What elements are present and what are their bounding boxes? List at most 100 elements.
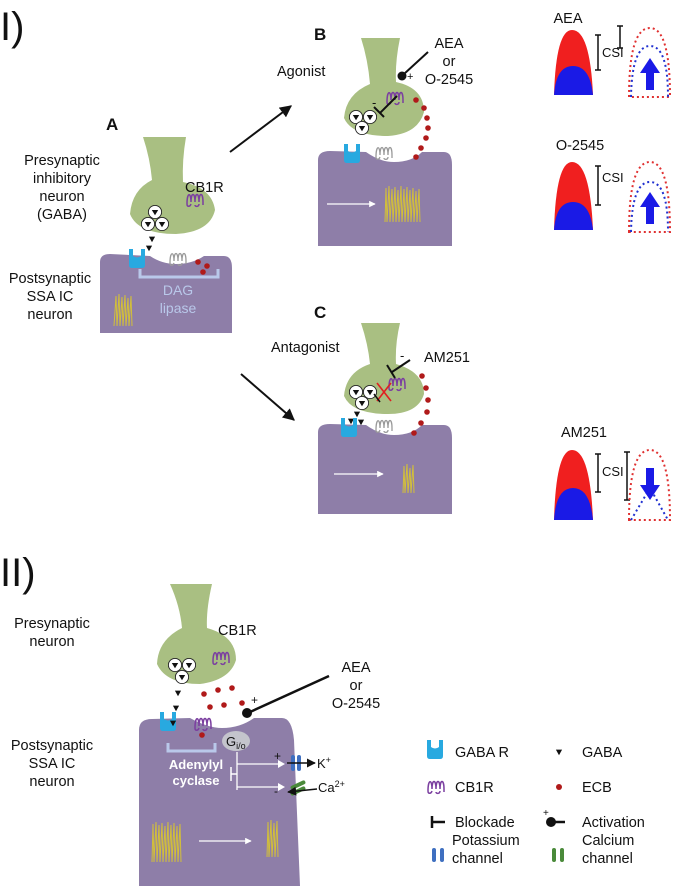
csi-bracket <box>617 25 623 49</box>
legend-label: ECB <box>582 780 612 796</box>
csi-panel-title: O-2545 <box>556 138 604 154</box>
g-protein-branch <box>236 752 278 790</box>
cb1r-label: CB1R <box>185 180 224 196</box>
adenylyl-cyclase-label-line1: Adenylyl <box>169 757 223 772</box>
csi-bracket <box>595 34 601 71</box>
gaba-receptor-icon <box>427 740 443 759</box>
blockade-bar <box>373 106 385 118</box>
ecb-dot <box>204 263 210 269</box>
blockade-line <box>391 359 411 373</box>
plus-sign: + <box>407 71 413 83</box>
potassium-channel-icon <box>432 848 444 862</box>
red-x-mark <box>376 382 392 402</box>
presynaptic-label-line1: Presynaptic <box>24 153 100 169</box>
dashed-blue-outline <box>630 486 669 521</box>
section-label-part1: I) <box>0 5 24 49</box>
arrow-up-icon <box>640 192 660 224</box>
postsynaptic-neuron-body <box>318 151 452 246</box>
ecb-trail <box>413 97 431 160</box>
gaba-vesicle-icon <box>174 669 190 685</box>
ecb-dot-icon <box>556 784 562 790</box>
gaba-molecule-icon <box>353 411 361 418</box>
legend-label: channel <box>582 851 633 867</box>
activation-line <box>249 674 330 714</box>
adenylyl-cyclase-bracket <box>166 743 217 753</box>
postsynaptic-neuron-body <box>100 254 232 333</box>
drug-label-line2: or <box>350 678 363 694</box>
postsynaptic-neuron-body <box>318 424 452 514</box>
gaba-molecule-icon <box>145 245 153 252</box>
legend-label: Potassium <box>452 833 520 849</box>
g-protein-shape <box>222 731 250 751</box>
ca-influx-arrow <box>287 786 318 796</box>
csi-bracket <box>595 453 601 493</box>
csi-panel-o2545: O-2545 CSI <box>554 138 672 233</box>
gaba-receptor-icon <box>341 418 357 437</box>
cb1r-icon <box>427 780 445 795</box>
cb1r-gray-icon <box>375 146 393 161</box>
g-protein-label: Gi/o <box>226 734 246 751</box>
gaba-molecule-icon <box>555 749 563 756</box>
arrow-down-icon <box>640 468 660 500</box>
legend-label: CB1R <box>455 780 494 796</box>
csi-label: CSI <box>602 170 624 185</box>
presynaptic-label-line2: inhibitory <box>33 171 92 187</box>
legend-label: Calcium <box>582 833 634 849</box>
spike-train <box>402 463 415 494</box>
gaba-vesicle-icon <box>181 657 197 673</box>
minus-sign: - <box>274 784 278 798</box>
drug-label-line3: O-2545 <box>425 72 473 88</box>
legend-label: Blockade <box>455 815 515 831</box>
agonist-label: Agonist <box>277 64 325 80</box>
presynaptic-label-line3: neuron <box>39 189 84 205</box>
csi-bracket <box>624 451 630 501</box>
part2-synapse: CB1R + AEA or O-2545 Gi/o Adenylyl cycla… <box>139 584 380 886</box>
calcium-channel-icon <box>552 848 564 862</box>
blockade-icon <box>430 816 445 828</box>
plus-sign: + <box>274 749 281 763</box>
gaba-vesicle-icon <box>354 395 370 411</box>
blue-response-shape <box>554 66 593 95</box>
dashed-blue-outline <box>630 44 669 98</box>
calcium-ion-label: Ca2+ <box>318 779 345 795</box>
presynaptic-label-line4: (GABA) <box>37 207 87 223</box>
legend: GABA R GABA CB1R ECB Blockade + Activati… <box>427 740 645 867</box>
panel-a-letter: A <box>106 115 118 134</box>
spike-train <box>384 185 421 223</box>
ecb-trail <box>411 373 431 436</box>
gaba-vesicle-icon <box>154 216 170 232</box>
gaba-receptor-icon <box>129 249 145 268</box>
legend-label: GABA R <box>455 745 509 761</box>
activation-icon: + <box>543 808 565 827</box>
arrow-to-panel-c <box>240 373 295 421</box>
gaba-vesicle-icon <box>362 109 378 125</box>
cb1r-label: CB1R <box>218 623 257 639</box>
spike-train <box>151 819 279 863</box>
presynaptic-label-line1: Presynaptic <box>14 616 90 632</box>
panel-c: C Antagonist AM251 - <box>271 303 470 514</box>
postsynaptic-label-line1: Postsynaptic <box>11 738 93 754</box>
drug-label-line1: AEA <box>434 36 463 52</box>
blockade-line <box>379 95 398 114</box>
branch-arrowhead <box>278 783 285 791</box>
postsynaptic-label-line3: neuron <box>27 307 72 323</box>
spike-train <box>113 293 133 327</box>
panel-b-letter: B <box>314 25 326 44</box>
dashed-red-outline <box>627 26 672 98</box>
csi-panel-am251: AM251 CSI <box>554 425 672 521</box>
drug-label-line1: AEA <box>341 660 370 676</box>
ecb-cluster <box>199 685 245 738</box>
csi-panel-title: AEA <box>553 11 582 27</box>
potassium-ion-label: K+ <box>317 755 331 771</box>
presynaptic-label-line2: neuron <box>29 634 74 650</box>
csi-label: CSI <box>602 464 624 479</box>
gaba-vesicle-icon <box>167 657 183 673</box>
postsynaptic-label-line2: SSA IC <box>29 756 76 772</box>
legend-label: GABA <box>582 745 623 761</box>
minus-sign: - <box>400 348 404 363</box>
gaba-receptor-icon <box>344 144 360 163</box>
legend-label: Activation <box>582 815 645 831</box>
presynaptic-terminal <box>344 38 424 136</box>
activation-head <box>397 71 407 81</box>
postsynaptic-label-line3: neuron <box>29 774 74 790</box>
